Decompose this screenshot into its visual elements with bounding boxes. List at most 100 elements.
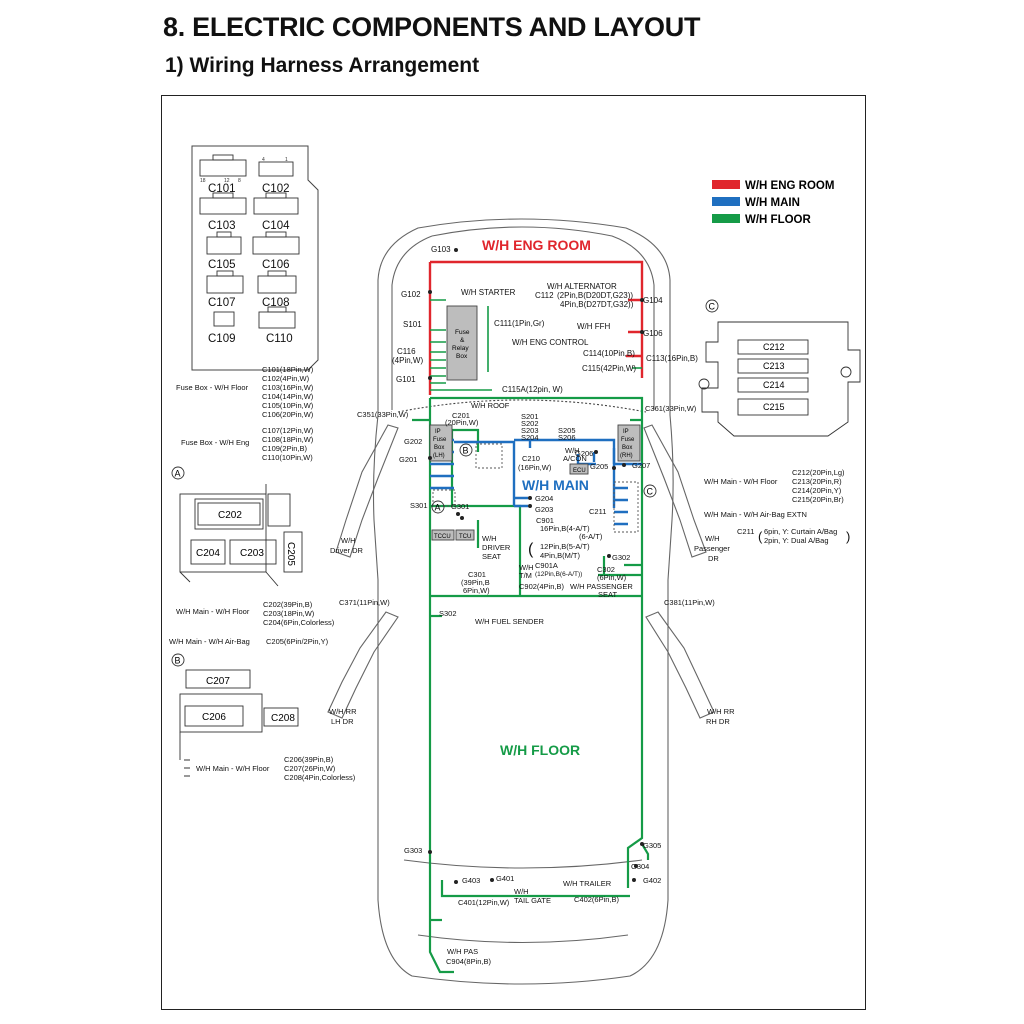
connector-spec: C110(10Pin,W) xyxy=(262,453,313,462)
connector-label: C371(11Pin,W) xyxy=(339,598,390,607)
harness-name: W/H FUEL SENDER xyxy=(475,617,544,626)
fuse-relay-box: Fuse & Relay Box xyxy=(446,305,478,381)
connector-spec: C208(4Pin,Colorless) xyxy=(284,773,356,782)
connector-spec: C213(20Pin,R) xyxy=(792,477,842,486)
connector-label: C361(33Pin,W) xyxy=(645,404,697,413)
ground-label: G302 xyxy=(612,553,630,562)
connector-label: C401(12Pin,W) xyxy=(458,898,510,907)
legend-label: W/H ENG ROOM xyxy=(745,180,834,192)
splice-label: S301 xyxy=(410,501,428,510)
ground-label: G206 xyxy=(575,449,593,458)
ground-label: G301 xyxy=(451,502,469,511)
connector-label: C351(33Pin,W) xyxy=(357,410,409,419)
connector-label: C206 xyxy=(202,712,226,723)
connector-spec: C109(2Pin,B) xyxy=(262,444,308,453)
connector-label: C105 xyxy=(208,259,236,271)
legend-label: W/H FLOOR xyxy=(745,214,811,226)
connector-spec: C102(4Pin,W) xyxy=(262,374,310,383)
detail-c: C C212 C213 C214 C215 W/H Main - W/H Flo… xyxy=(698,299,861,545)
connector-label: C211 xyxy=(589,507,606,516)
box-label: Fuse xyxy=(621,437,635,443)
ground-label: G102 xyxy=(401,290,421,299)
ground-label: G402 xyxy=(643,876,661,885)
connector-spec: C212(20Pin,Lg) xyxy=(792,468,845,477)
connector-spec: C104(14Pin,W) xyxy=(262,392,314,401)
connector-label: (4Pin,W) xyxy=(392,356,423,365)
ecu-box: ECU xyxy=(569,463,589,475)
harness-name: W/H xyxy=(514,887,529,896)
box-label: (RH) xyxy=(620,453,633,459)
connector-spec: C203(18Pin,W) xyxy=(263,609,315,618)
connector-label: C102 xyxy=(262,183,290,195)
detail-marker: A xyxy=(435,503,441,513)
harness-name: TAIL GATE xyxy=(514,896,551,905)
ground-label: G305 xyxy=(643,841,661,850)
connector-spec: 6pin, Y: Curtain A/Bag xyxy=(764,527,837,536)
connector-spec: C108(18Pin,W) xyxy=(262,435,314,444)
box-label: & xyxy=(460,337,465,344)
connector-spec: C214(20Pin,Y) xyxy=(792,486,842,495)
splice-label: S201 xyxy=(521,412,539,421)
connector-label: C201 xyxy=(452,411,470,420)
harness-name: SEAT xyxy=(598,590,617,599)
connector-label: C101 xyxy=(208,183,236,195)
transmission-labels: C901 16Pin,B(4-A/T) (6-A/T) 12Pin,B(5-A/… xyxy=(519,516,603,591)
legend-swatch-eng-room xyxy=(712,180,740,189)
connector-group-caption: W/H Main - W/H Floor xyxy=(704,477,778,486)
ground-label: G401 xyxy=(496,874,514,883)
ground-label: G304 xyxy=(631,862,649,871)
connector-label: C108 xyxy=(262,297,290,309)
detail-marker: B xyxy=(175,656,181,666)
connector-label: C202 xyxy=(218,510,242,521)
harness-eng-inner xyxy=(430,299,642,391)
harness-name: W/H PASSENGER xyxy=(570,582,633,591)
seat-labels: W/H DRIVER SEAT C301 (39Pin,B 6Pin,W) G3… xyxy=(461,534,730,599)
harness-name: W/H ROOF xyxy=(471,401,510,410)
connector-group-caption: W/H Main - W/H Floor xyxy=(196,764,270,773)
ground-label: G103 xyxy=(431,245,451,254)
connector-label: C204 xyxy=(196,548,220,559)
connector-label: C207 xyxy=(206,676,230,687)
splice-label: S101 xyxy=(403,320,422,329)
connector-spec: C101(18Pin,W) xyxy=(262,365,314,374)
connector-spec: C202(39Pin,B) xyxy=(263,600,313,609)
connector-spec: (39Pin,B xyxy=(461,578,490,587)
pin-label: 4 xyxy=(262,157,265,163)
harness-name: W/H RR xyxy=(329,707,357,716)
connector-spec: 16Pin,B(4-A/T) xyxy=(540,524,590,533)
tccu-tcu-boxes: TCCU TCU xyxy=(431,529,475,541)
connector-group-caption: W/H Main - W/H Floor xyxy=(176,607,250,616)
box-label: Box xyxy=(434,445,444,451)
connector-label: C904(8Pin,B) xyxy=(446,957,492,966)
box-label: IP xyxy=(435,429,441,435)
car-detail-markers xyxy=(431,443,657,514)
detail-marker: A xyxy=(175,469,181,479)
mid-labels: C371(11Pin,W) S302 W/H FUEL SENDER C381(… xyxy=(329,598,735,726)
connector-label: C205 xyxy=(285,542,296,566)
fusebox-connector-panel: 18 12 8 4 1 C101 C102 C103 C104 C105 C10… xyxy=(191,145,319,371)
ground-label: G106 xyxy=(643,329,663,338)
harness-eng-room xyxy=(428,260,644,395)
connector-spec: C103(16Pin,W) xyxy=(262,383,314,392)
splice-label: S202 xyxy=(521,419,539,428)
detail-b: B C207 C206 C208 W/H Main - W/H Floor C2… xyxy=(171,653,356,782)
connector-label: C109 xyxy=(208,333,236,345)
connector-label: C106 xyxy=(262,259,290,271)
connector-label: C215 xyxy=(763,402,785,412)
harness-name: RH DR xyxy=(706,717,730,726)
harness-name: DRIVER xyxy=(482,543,511,552)
connector-label: C402(6Pin,B) xyxy=(574,895,620,904)
connector-label: C301 xyxy=(468,570,486,579)
ground-label: G202 xyxy=(404,437,422,446)
connector-label: C110 xyxy=(266,333,293,345)
harness-name: W/H STARTER xyxy=(461,288,516,297)
connector-label: C902(4Pin,B) xyxy=(519,582,565,591)
connector-label: C113(16Pin,B) xyxy=(646,354,698,363)
harness-label-main: W/H MAIN xyxy=(522,477,589,493)
pin-label: 8 xyxy=(238,178,241,184)
legend-swatch-floor xyxy=(712,214,740,223)
connector-group-caption: W/H Main - W/H Air-Bag EXTN xyxy=(704,510,807,519)
detail-marker: C xyxy=(647,487,654,497)
connector-spec: 6Pin,W) xyxy=(463,586,490,595)
